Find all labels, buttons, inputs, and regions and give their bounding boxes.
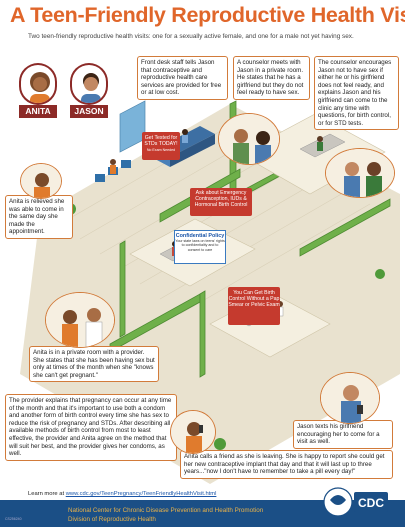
learn-more-prefix: Learn more at xyxy=(28,491,65,497)
anita-calling-bubble xyxy=(170,410,216,454)
jason-name-badge: JASON xyxy=(70,105,108,118)
jason-portrait xyxy=(70,63,108,105)
cdc-logo-icon: CDC xyxy=(323,487,388,517)
svg-text:CDC: CDC xyxy=(358,496,384,510)
learn-more: Learn more at www.cdc.gov/TeenPregnancy/… xyxy=(28,491,216,497)
page-subtitle: Two teen-friendly reproductive health vi… xyxy=(28,33,354,40)
anita-name-badge: ANITA xyxy=(19,105,57,118)
callout-counselor-meets: A counselor meets with Jason in a privat… xyxy=(233,56,310,100)
page-title: A Teen-Friendly Reproductive Health Visi… xyxy=(10,3,405,27)
callout-front-desk: Front desk staff tells Jason that contra… xyxy=(137,56,228,100)
footer-division-name: Division of Reproductive Health xyxy=(68,516,156,523)
confidential-policy-title: Confidential Policy xyxy=(175,233,225,239)
confidential-policy-sign: Confidential Policy Your state laws on t… xyxy=(174,230,226,264)
counselor-bubble xyxy=(218,113,280,165)
footer-center-name: National Center for Chronic Disease Prev… xyxy=(68,507,264,514)
callout-provider-explains: The provider explains that pregnancy can… xyxy=(5,394,177,461)
anita-relieved-bubble xyxy=(20,163,62,199)
std-test-sign-subtext: No Exam Needed xyxy=(146,148,176,152)
callout-counselor-encourages: The counselor encourages Jason not to ha… xyxy=(314,56,399,131)
no-exam-birth-control-sign: You Can Get Birth Control Without a Pap … xyxy=(228,287,280,325)
std-test-sign: Get Tested for STDs TODAY! No Exam Neede… xyxy=(142,132,180,160)
callout-anita-calls: Anita calls a friend as she is leaving. … xyxy=(180,450,393,479)
footer-code: CS256240 xyxy=(5,517,22,521)
jason-texting-bubble xyxy=(320,372,380,424)
confidential-policy-body: Your state laws on teens' rights to conf… xyxy=(175,239,225,252)
anita-portrait xyxy=(19,63,57,105)
callout-anita-relieved: Anita is relieved she was able to come i… xyxy=(5,195,73,239)
counselor-encourages-bubble xyxy=(325,148,395,198)
std-test-sign-text: Get Tested for STDs TODAY! xyxy=(144,135,178,147)
anita-provider-bubble xyxy=(45,292,115,348)
emergency-contraception-sign: Ask about Emergency Contraception, IUDs … xyxy=(190,188,252,216)
learn-more-link[interactable]: www.cdc.gov/TeenPregnancy/TeenFriendlyHe… xyxy=(65,491,217,497)
callout-jason-texts: Jason texts his girlfriend encouraging h… xyxy=(293,420,393,449)
callout-anita-private-room: Anita is in a private room with a provid… xyxy=(29,346,159,383)
